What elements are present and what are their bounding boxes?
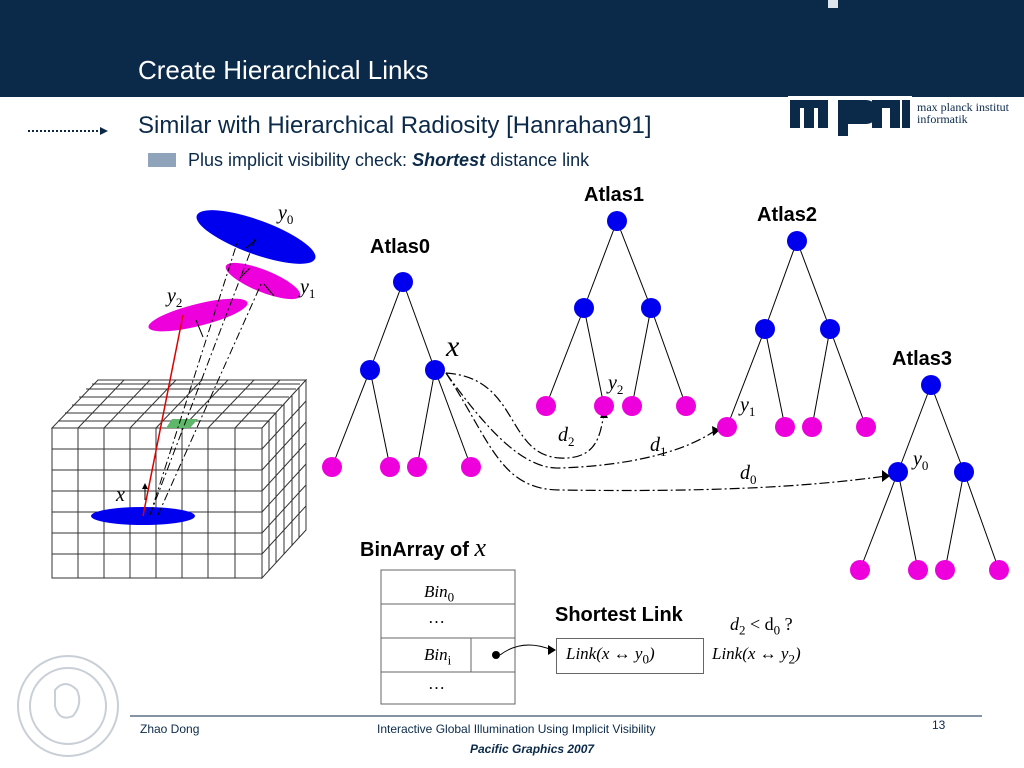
mpi-text: max planck institut informatik: [917, 100, 1009, 126]
label-y0-tree: y0: [913, 448, 929, 473]
slide-title: Create Hierarchical Links: [138, 55, 429, 85]
label-y1-cube: y1: [300, 276, 316, 301]
page-number: 13: [932, 718, 946, 732]
sub-bullet: Plus implicit visibility check: Shortest…: [188, 150, 590, 170]
bin-pointer-dot: [492, 651, 500, 659]
red-ray: [142, 314, 184, 517]
mpi-logo: [788, 96, 912, 136]
atlas2-edges: [726, 240, 867, 428]
mpg-seal: [17, 655, 119, 757]
atlas2-label: Atlas2: [757, 204, 818, 226]
binarray-label: BinArray of x: [360, 533, 487, 562]
footer-author: Zhao Dong: [140, 722, 200, 736]
bini-cell: Bini: [424, 645, 452, 668]
dash-rays: [149, 236, 263, 516]
atlas3-edges: [859, 384, 1000, 571]
label-d0: d0: [740, 462, 757, 487]
link-y2: Link(x ↔ y2): [712, 644, 801, 667]
link-box: [556, 638, 704, 674]
label-x-cube: x: [116, 484, 125, 506]
bin-dots-1: …: [428, 608, 445, 627]
main-bullet: Similar with Hierarchical Radiosity [Han…: [138, 112, 652, 139]
ellipse-y1: [225, 262, 301, 300]
label-d2: d2: [558, 424, 575, 449]
distance-compare: d2 < d0 ?: [730, 614, 793, 638]
atlas3-label: Atlas3: [892, 348, 953, 370]
atlas1-edges: [545, 220, 687, 407]
bin0-cell: Bin0: [424, 582, 455, 605]
ellipse-y2: [148, 298, 248, 332]
bin-dots-2: …: [428, 674, 445, 693]
label-y0-cube: y0: [278, 202, 294, 227]
square-bullet-icon: [148, 153, 176, 167]
bin-array-grid: [380, 569, 516, 705]
footer-venue: Pacific Graphics 2007: [470, 742, 595, 756]
label-y2-cube: y2: [167, 285, 183, 310]
magenta-nodes: [322, 396, 1009, 580]
blue-nodes: [360, 211, 974, 482]
dotted-arrow-icon: [28, 127, 108, 135]
ellipse-y0: [196, 210, 316, 264]
atlas1-label: Atlas1: [584, 184, 645, 206]
voxel-cube: [50, 378, 308, 580]
shortest-link-label: Shortest Link: [555, 604, 683, 626]
logo-mark: [828, 0, 838, 8]
link-y0: Link(x ↔ y0): [566, 644, 655, 667]
header-bar: Create Hierarchical Links: [0, 0, 1024, 97]
atlas0-edges: [331, 281, 472, 468]
label-x-tree: x: [446, 330, 460, 363]
link-curves: [445, 372, 887, 492]
label-y1-tree: y1: [740, 394, 756, 419]
label-d1: d1: [650, 434, 667, 459]
atlas0-label: Atlas0: [370, 236, 431, 258]
label-y2-tree: y2: [608, 372, 624, 397]
footer-talk: Interactive Global Illumination Using Im…: [377, 722, 656, 736]
green-voxel: [166, 419, 198, 428]
